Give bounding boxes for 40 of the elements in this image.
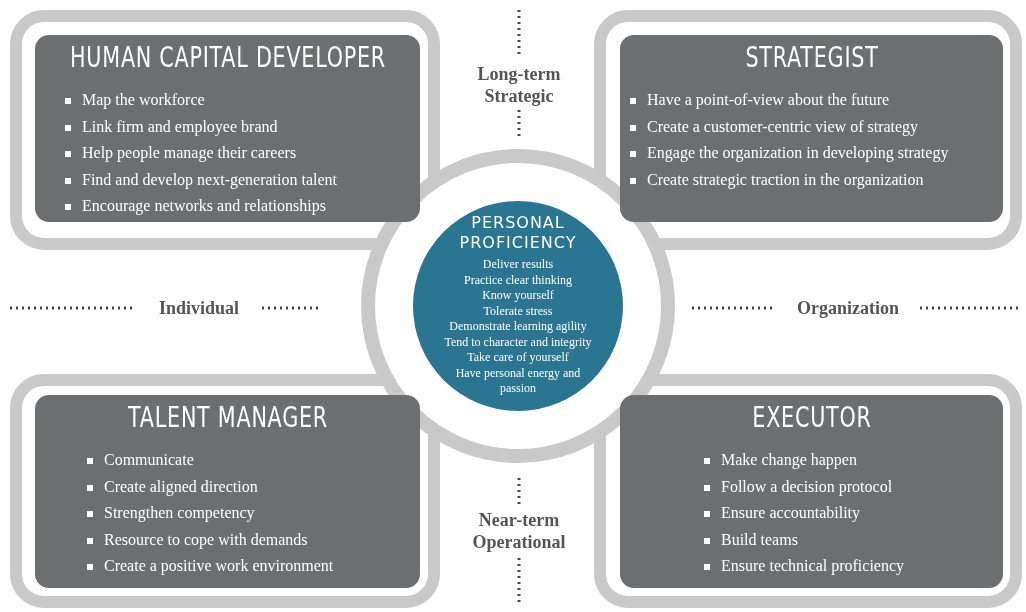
card-heading: EXECUTOR: [751, 401, 872, 434]
list-item: Tend to character and integrity: [443, 334, 593, 350]
list-item: Demonstrate learning agility: [448, 319, 588, 335]
bullet-item: Create a positive work environment: [104, 557, 334, 574]
role-card: [35, 35, 420, 222]
bullet-item: Map the workforce: [82, 91, 205, 108]
list-item: Practice clear thinking: [463, 272, 573, 288]
card-heading: STRATEGIST: [744, 41, 879, 74]
card-heading: HUMAN CAPITAL DEVELOPER: [69, 41, 386, 74]
card-heading: TALENT MANAGER: [127, 401, 328, 434]
bullet-item: Link firm and employee brand: [82, 117, 278, 135]
role-card: [620, 395, 1003, 588]
bullet-item: Ensure accountability: [721, 504, 861, 521]
bullet-item: Communicate: [104, 451, 194, 468]
list-item: Have personal energy and passion: [454, 365, 582, 397]
list-item: Tolerate stress: [482, 303, 554, 319]
bullet-item: Make change happen: [721, 451, 857, 468]
bullet-item: Have a point-of-view about the future: [647, 91, 890, 108]
bullet-item: Resource to cope with demands: [104, 530, 308, 548]
bullet-item: Strengthen competency: [104, 504, 255, 521]
bullet-item: Ensure technical proficiency: [721, 557, 905, 574]
bullet-item: Build teams: [721, 530, 798, 548]
axis-label: Individual: [157, 297, 241, 319]
bullet-item: Engage the organization in developing strategy: [647, 144, 949, 161]
bullet-item: Follow a decision protocol: [721, 477, 893, 495]
bullet-item: Find and develop next-generation talent: [82, 170, 338, 188]
bullet-item: Create strategic traction in the organization: [647, 170, 924, 188]
axis-label: Organization: [796, 297, 900, 319]
bullet-item: Create aligned direction: [104, 477, 258, 495]
role-card: [620, 35, 1003, 222]
axis-label: Long-term Strategic: [476, 63, 562, 107]
axis-label: Near-term Operational: [471, 509, 567, 553]
list-item: Deliver results: [481, 257, 555, 273]
role-card: [35, 395, 420, 588]
bullet-item: Create a customer-centric view of strategy: [647, 117, 919, 135]
bullet-item: Encourage networks and relationships: [82, 197, 326, 214]
list-item: Know yourself: [481, 288, 555, 304]
bullet-item: Help people manage their careers: [82, 144, 297, 161]
circle-heading: PERSONAL PROFICIENCY: [458, 213, 578, 253]
list-item: Take care of yourself: [466, 350, 570, 366]
